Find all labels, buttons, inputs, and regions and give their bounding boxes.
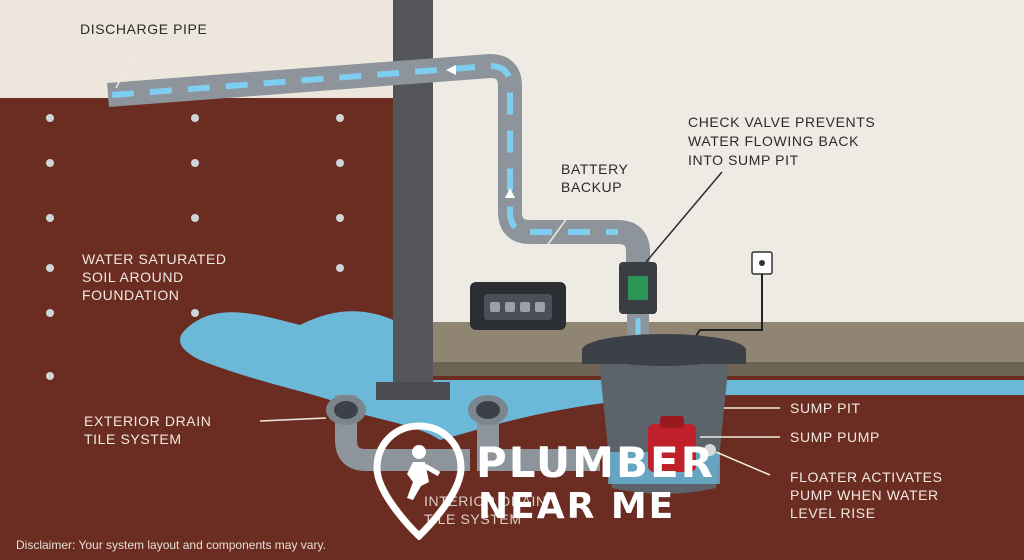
disclaimer-text: Disclaimer: Your system layout and compo… [16,538,326,552]
plumber-location-pin-icon [373,422,465,540]
sump-lid-base [582,350,746,364]
sump-pump-top [660,416,684,428]
exterior-drain-pipe [335,395,470,471]
flow-arrow-up [505,188,515,198]
battery-buttons [490,302,545,312]
flow-arrow-left [446,65,456,75]
sump-pump [648,424,696,472]
float-switch [704,444,716,456]
label-saturated-soil: WATER SATURATED SOIL AROUND FOUNDATION [82,251,227,303]
label-sump-pit: SUMP PIT [790,400,861,416]
foundation-footing [376,382,450,400]
label-discharge-pipe: DISCHARGE PIPE [80,21,208,37]
label-sump-pump: SUMP PUMP [790,429,880,445]
soil-water-dots [46,114,344,380]
interior-drain-pipe [477,410,600,471]
watermark-line-1: PLUMBER [476,438,715,487]
label-check-valve: CHECK VALVE PREVENTS WATER FLOWING BACK … [688,114,876,168]
watermark-line-2: NEAR ME [478,486,676,527]
leader-lines [115,41,780,476]
battery-panel [484,294,552,320]
check-valve-window [628,276,648,300]
groundwater-pool [180,311,1024,440]
discharge-pipe-water [111,62,618,235]
label-exterior-drain: EXTERIOR DRAIN TILE SYSTEM [84,413,212,447]
label-battery-backup: BATTERY BACKUP [561,161,629,195]
label-floater: FLOATER ACTIVATES PUMP WHEN WATER LEVEL … [790,469,943,521]
